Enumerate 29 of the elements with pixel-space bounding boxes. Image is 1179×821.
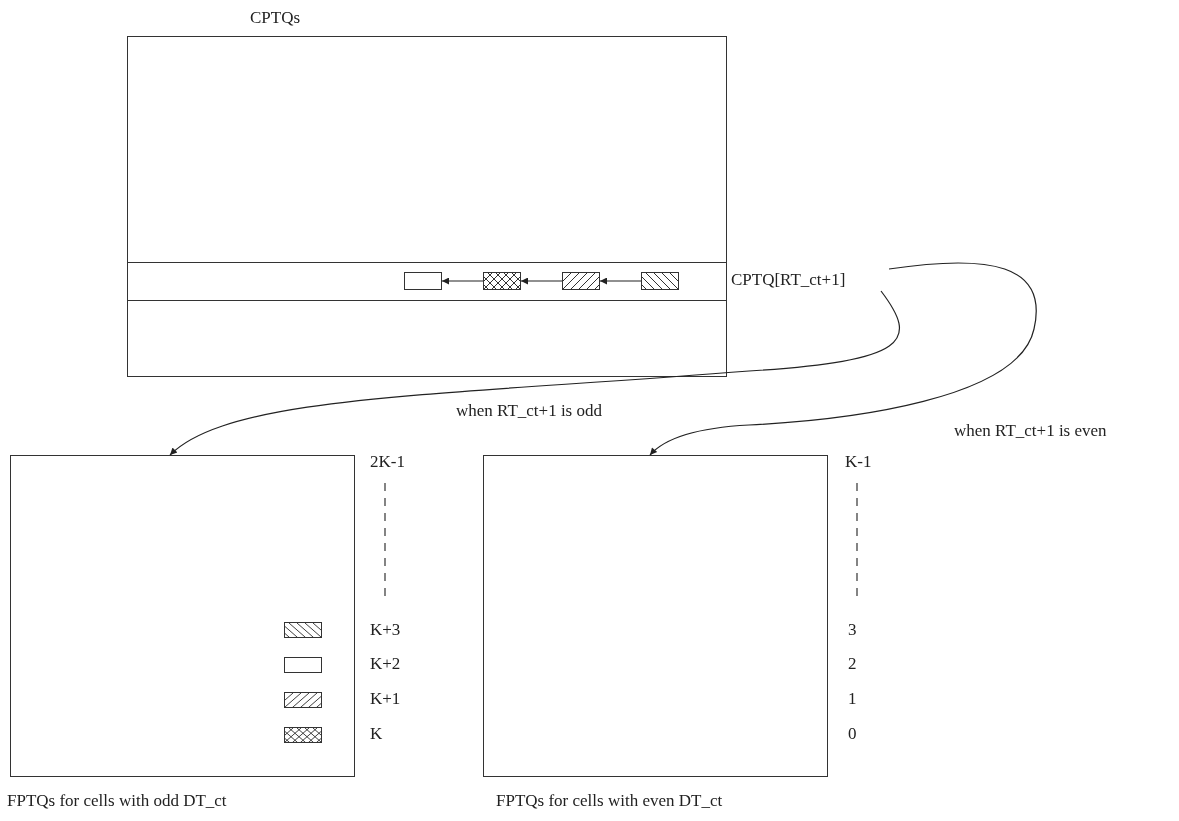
arrow: [599, 277, 642, 285]
queue-index: K+2: [370, 654, 401, 674]
queue-index: 2: [848, 654, 857, 674]
queue-cell: [562, 272, 600, 290]
arrow: [520, 277, 563, 285]
edge-label: when RT_ct+1 is odd: [454, 401, 604, 421]
arrow: [441, 277, 484, 285]
queue-index: 1: [848, 689, 857, 709]
queue-index: K+3: [370, 620, 401, 640]
queue-cell: [641, 272, 679, 290]
queue-cell: [284, 622, 322, 638]
queue-index: 3: [848, 620, 857, 640]
arrow: [169, 290, 900, 456]
arrow: [649, 262, 1037, 456]
box-caption: FPTQs for cells with odd DT_ct: [7, 791, 227, 811]
queue-index: K: [370, 724, 383, 744]
queue-index: K+1: [370, 689, 401, 709]
queue-index: 2K-1: [370, 452, 405, 472]
queue-cell: [404, 272, 442, 290]
queue-cell: [483, 272, 521, 290]
box-caption: FPTQs for cells with even DT_ct: [496, 791, 723, 811]
box-title: CPTQs: [250, 8, 301, 28]
queue-label: CPTQ[RT_ct+1]: [731, 270, 846, 290]
queue-index: 0: [848, 724, 857, 744]
queue-cell: [284, 692, 322, 708]
queue-cell: [284, 727, 322, 743]
queue-index: K-1: [845, 452, 872, 472]
queue-cell: [284, 657, 322, 673]
edge-label: when RT_ct+1 is even: [952, 421, 1109, 441]
